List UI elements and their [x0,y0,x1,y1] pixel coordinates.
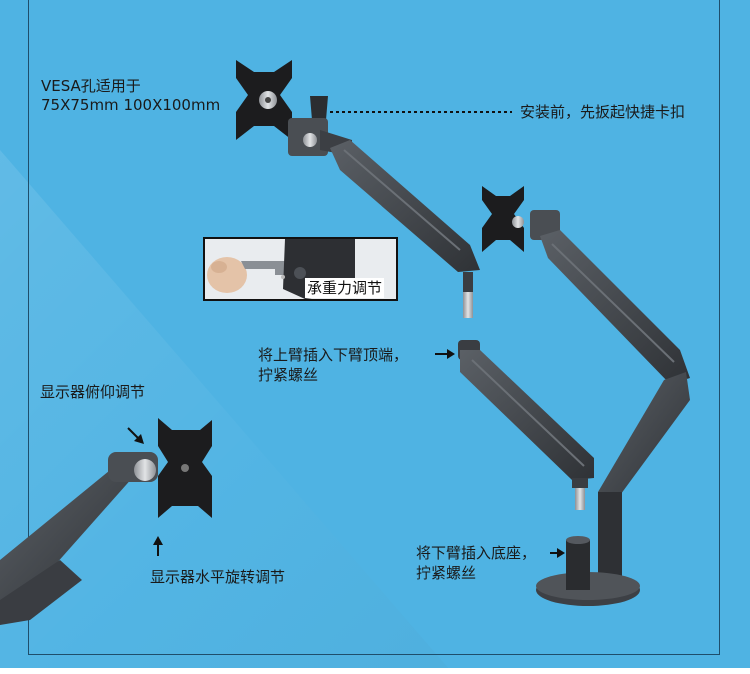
load-adjust-inset [203,237,398,301]
arrow-icon [127,111,565,558]
upper-arm-label-2: 拧紧螺丝 [258,366,319,384]
release-clip-label: 安装前，先扳起快捷卡扣 [520,103,686,121]
hex-key-icon [205,239,396,299]
panel-frame [28,0,720,655]
tilt-adjust-label: 显示器俯仰调节 [40,383,146,401]
vesa-size-label: 75X75mm 100X100mm [41,96,221,114]
vesa-label: VESA孔适用于 [41,77,141,95]
upper-arm-label-1: 将上臂插入下臂顶端， [258,346,409,364]
lower-arm-label-1: 将下臂插入底座， [416,544,537,562]
vesa-plate-icon [236,60,292,140]
swivel-adjust-label: 显示器水平旋转调节 [150,568,286,586]
load-adjust-label: 承重力调节 [305,278,385,298]
lower-arm-label-2: 拧紧螺丝 [416,564,477,582]
